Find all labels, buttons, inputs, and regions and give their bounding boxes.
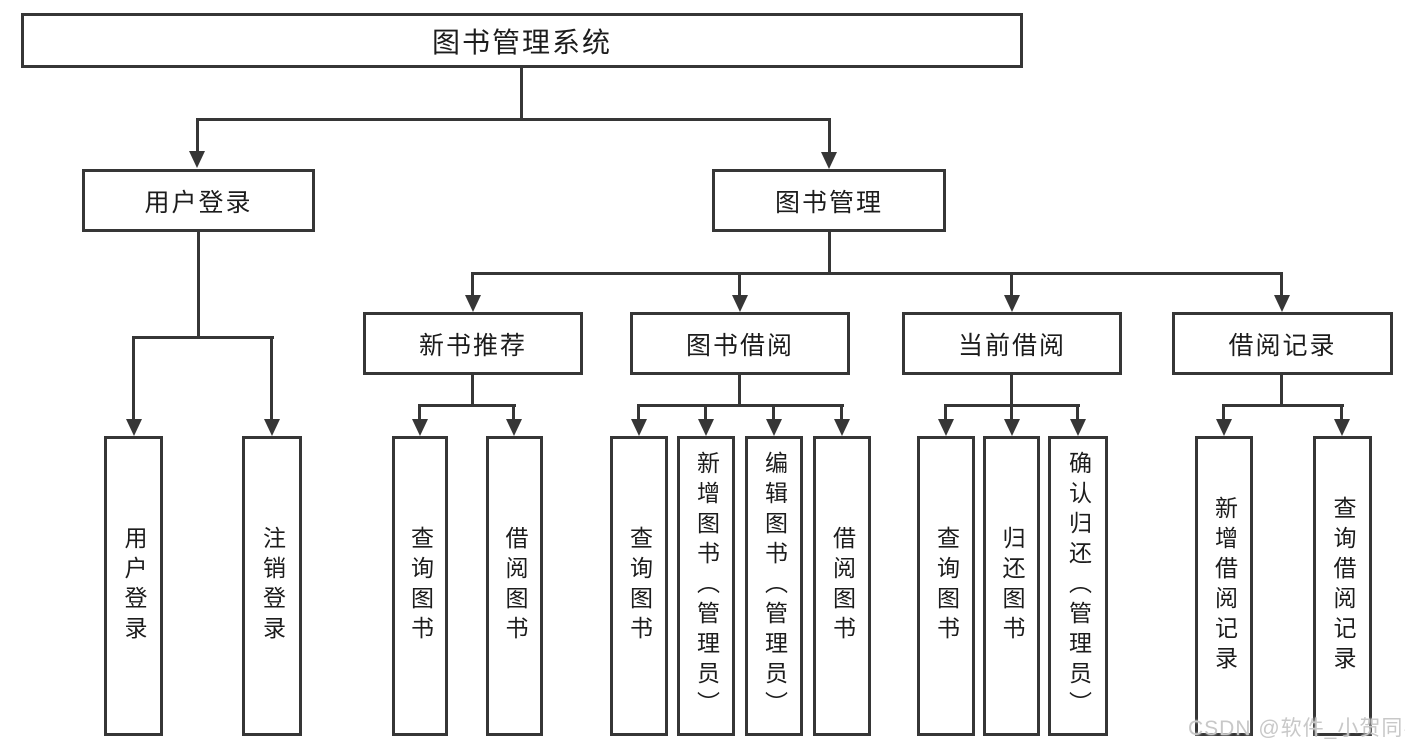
leaf-borrow-add-book-admin: 新增图书（管理员） [677, 436, 735, 736]
leaf-current-query-books: 查询图书 [917, 436, 975, 736]
connector-vline [471, 375, 474, 404]
arrow-down-icon [631, 419, 647, 436]
connector-vline [772, 404, 775, 421]
arrow-down-icon [465, 295, 481, 312]
arrow-down-icon [766, 419, 782, 436]
leaf-borrow-edit-book-admin-label: 编辑图书（管理员） [761, 451, 788, 721]
node-borrowing-records-label: 借阅记录 [1228, 331, 1337, 360]
connector-vline [828, 232, 831, 272]
leaf-newbook-query-books-label: 查询图书 [407, 526, 434, 646]
connector-vline [704, 404, 707, 421]
connector-vline [1340, 404, 1343, 421]
connector-vline [944, 404, 947, 421]
arrow-down-icon [1004, 295, 1020, 312]
connector-vline [738, 272, 741, 297]
arrow-down-icon [938, 419, 954, 436]
leaf-records-query-record: 查询借阅记录 [1313, 436, 1372, 736]
node-root-label: 图书管理系统 [431, 26, 612, 58]
connector-vline [132, 336, 135, 421]
leaf-records-add-record-label: 新增借阅记录 [1211, 496, 1238, 676]
node-root: 图书管理系统 [21, 13, 1023, 68]
arrow-down-icon [412, 419, 428, 436]
leaf-logout-label: 注销登录 [259, 526, 286, 646]
leaf-logout: 注销登录 [242, 436, 302, 736]
leaf-current-confirm-return-admin: 确认归还（管理员） [1048, 436, 1108, 736]
connector-vline [520, 68, 523, 118]
arrow-down-icon [1070, 419, 1086, 436]
node-user-login-label: 用户登录 [144, 188, 253, 217]
arrow-down-icon [264, 419, 280, 436]
node-current-borrowing-label: 当前借阅 [957, 331, 1066, 360]
arrow-down-icon [821, 152, 837, 169]
connector-vline [418, 404, 421, 421]
connector-hline [418, 404, 516, 407]
arrow-down-icon [189, 151, 205, 168]
leaf-borrow-borrow-books: 借阅图书 [813, 436, 871, 736]
connector-vline [738, 375, 741, 404]
connector-vline [1076, 404, 1079, 421]
connector-vline [1222, 404, 1225, 421]
leaf-current-confirm-return-admin-label: 确认归还（管理员） [1065, 451, 1092, 721]
arrow-down-icon [1216, 419, 1232, 436]
connector-vline [196, 118, 199, 154]
connector-vline [1010, 375, 1013, 404]
arrow-down-icon [506, 419, 522, 436]
leaf-borrow-add-book-admin-label: 新增图书（管理员） [693, 451, 720, 721]
node-new-book-recommendation-label: 新书推荐 [418, 331, 527, 360]
leaf-user-login: 用户登录 [104, 436, 163, 736]
connector-vline [828, 118, 831, 154]
arrow-down-icon [1274, 295, 1290, 312]
arrow-down-icon [1004, 419, 1020, 436]
arrow-down-icon [698, 419, 714, 436]
node-book-borrowing: 图书借阅 [630, 312, 850, 375]
node-book-management-label: 图书管理 [774, 188, 883, 217]
leaf-borrow-query-books-label: 查询图书 [626, 526, 653, 646]
arrow-down-icon [1334, 419, 1350, 436]
node-user-login: 用户登录 [82, 169, 315, 232]
leaf-newbook-borrow-books-label: 借阅图书 [502, 526, 528, 646]
node-book-borrowing-label: 图书借阅 [685, 331, 794, 360]
connector-vline [1280, 375, 1283, 404]
arrow-down-icon [834, 419, 850, 436]
connector-vline [471, 272, 474, 297]
connector-vline [270, 336, 273, 421]
arrow-down-icon [126, 419, 142, 436]
leaf-user-login-label: 用户登录 [121, 526, 147, 646]
node-current-borrowing: 当前借阅 [902, 312, 1122, 375]
node-book-management: 图书管理 [712, 169, 946, 232]
leaf-newbook-borrow-books: 借阅图书 [486, 436, 543, 736]
connector-vline [197, 232, 200, 336]
leaf-records-query-record-label: 查询借阅记录 [1330, 496, 1356, 676]
connector-vline [637, 404, 640, 421]
connector-hline [196, 118, 831, 121]
connector-hline [637, 404, 844, 407]
connector-vline [840, 404, 843, 421]
connector-hline [1222, 404, 1344, 407]
csdn-watermark: CSDN @软件_小贺同学 [1188, 717, 1405, 740]
connector-vline [1010, 272, 1013, 297]
leaf-borrow-query-books: 查询图书 [610, 436, 668, 736]
node-borrowing-records: 借阅记录 [1172, 312, 1393, 375]
leaf-newbook-query-books: 查询图书 [392, 436, 448, 736]
leaf-borrow-borrow-books-label: 借阅图书 [829, 526, 856, 646]
leaf-current-query-books-label: 查询图书 [933, 526, 960, 646]
connector-vline [1280, 272, 1283, 297]
leaf-current-return-books: 归还图书 [983, 436, 1040, 736]
connector-hline [132, 336, 274, 339]
leaf-borrow-edit-book-admin: 编辑图书（管理员） [745, 436, 803, 736]
arrow-down-icon [732, 295, 748, 312]
connector-vline [1010, 404, 1013, 421]
leaf-records-add-record: 新增借阅记录 [1195, 436, 1253, 736]
connector-vline [512, 404, 515, 421]
leaf-current-return-books-label: 归还图书 [999, 526, 1025, 646]
connector-hline [471, 272, 1283, 275]
node-new-book-recommendation: 新书推荐 [363, 312, 583, 375]
